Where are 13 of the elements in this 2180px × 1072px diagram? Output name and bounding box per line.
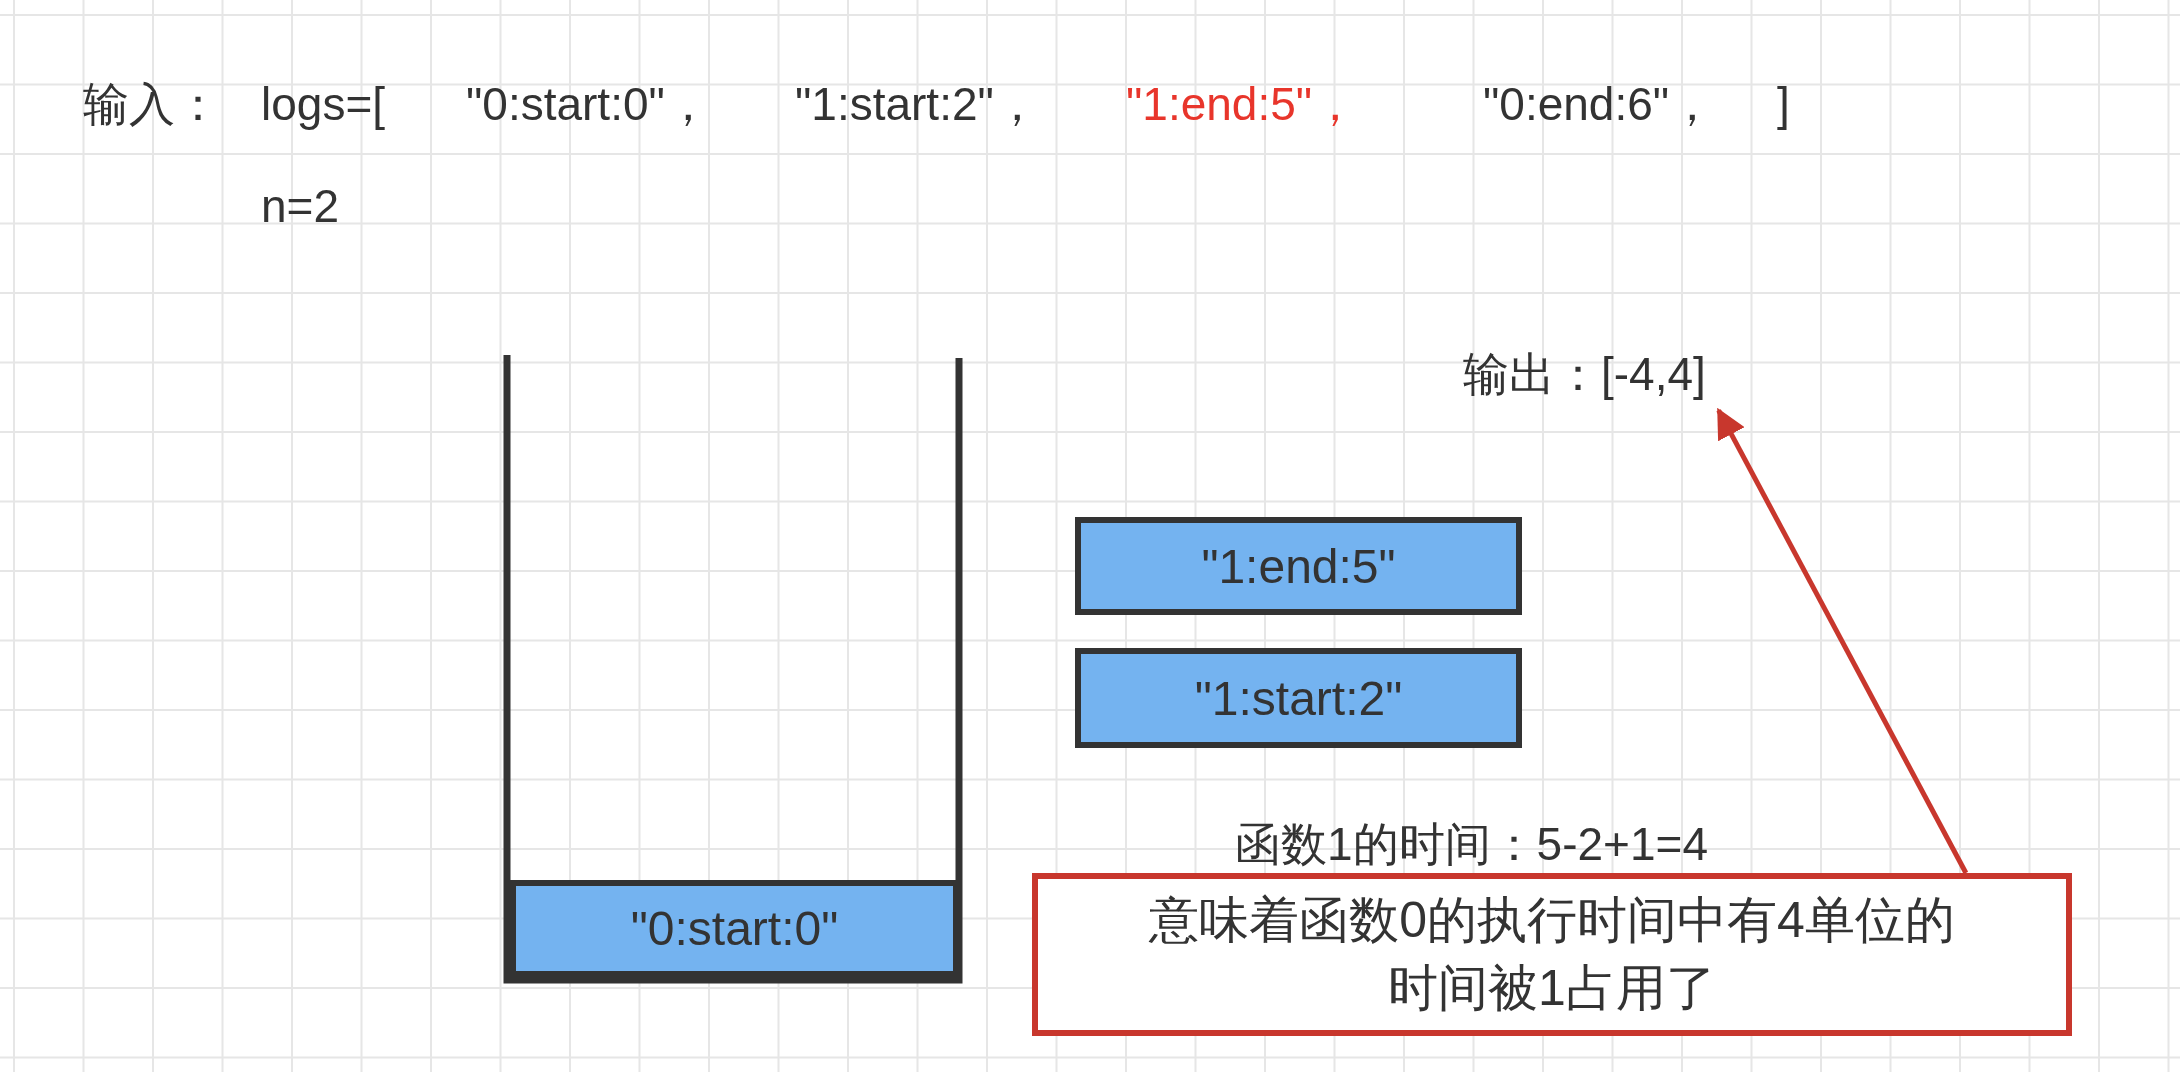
input-label: 输入： [83, 81, 221, 127]
log-box: "1:start:2" [1075, 648, 1522, 748]
log-entry: "1:end:5"， [1126, 81, 1359, 127]
log-entry: "0:end:6"， [1483, 81, 1716, 127]
output-text: 输出：[-4,4] [1463, 346, 1706, 402]
log-box: "1:end:5" [1075, 517, 1522, 615]
log-box: "0:start:0" [510, 880, 959, 977]
arrow [1716, 407, 1969, 875]
formula-text: 函数1的时间：5-2+1=4 [1235, 821, 1708, 867]
log-entry: "1:start:2"， [795, 81, 1040, 127]
note-box: 意味着函数0的执行时间中有4单位的时间被1占用了 [1032, 873, 2072, 1036]
code-text: n=2 [261, 183, 340, 229]
log-entry: "0:start:0"， [466, 81, 711, 127]
